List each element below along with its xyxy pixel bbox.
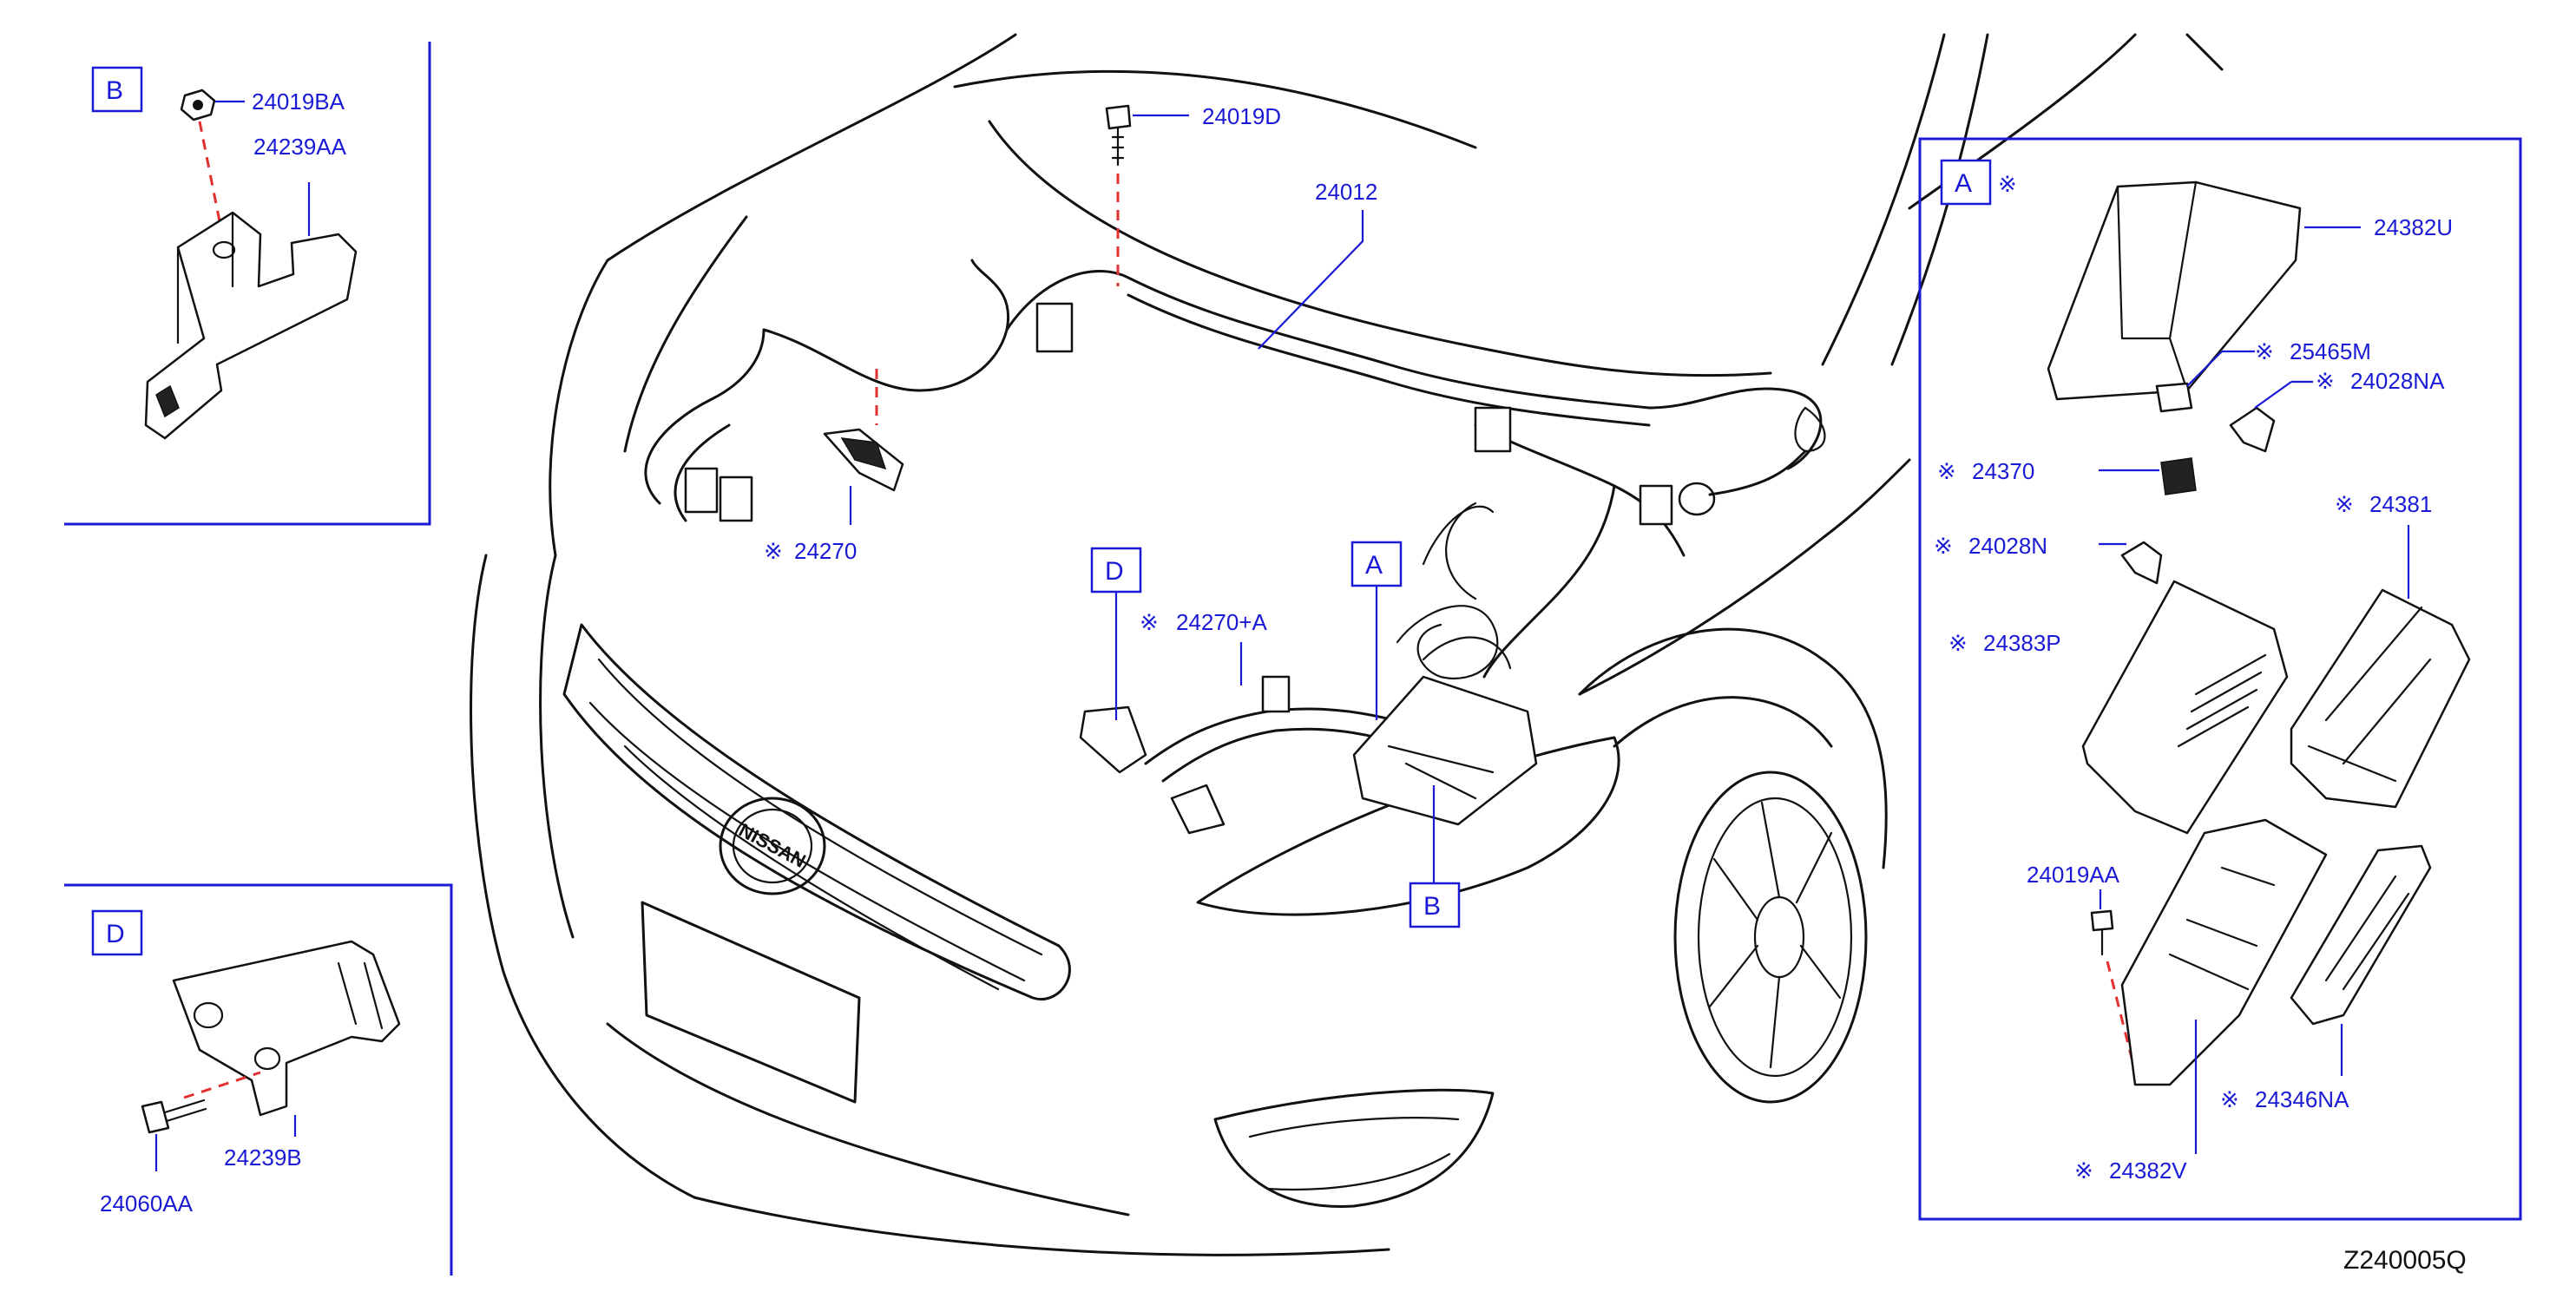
bracket-24239B: [172, 940, 401, 1117]
callout-box-a: [1940, 159, 1992, 206]
callout-box-b: [91, 66, 143, 113]
clip-24028NA: [2229, 406, 2276, 453]
label-24370: 24370: [1972, 458, 2034, 484]
callout-b-letter: B: [106, 76, 123, 105]
label-24060AA: 24060AA: [100, 1190, 194, 1217]
bracket-d: [1079, 705, 1147, 774]
inset-a: A ※ 24382U ※ 25465M ※ 24028NA ※ 24370 ※ …: [1918, 137, 2522, 1221]
mark-24382V: ※: [2074, 1158, 2093, 1184]
inset-a-frame: [1918, 137, 2522, 1221]
callout-b-car-letter: B: [1423, 892, 1441, 921]
clip-24028N: [2120, 541, 2163, 585]
label-24012: 24012: [1315, 179, 1377, 205]
cover-24382U: [2047, 180, 2302, 401]
mark-24381: ※: [2335, 491, 2354, 517]
housing-24381: [2290, 588, 2471, 809]
mark-25465M: ※: [2255, 338, 2274, 364]
harness-connector: [1035, 302, 1074, 353]
label-24346NA: 24346NA: [2255, 1086, 2349, 1112]
bracket-24239AA: [144, 211, 358, 440]
callout-d-letter: D: [106, 920, 125, 948]
relay-24370: [2160, 457, 2197, 495]
fog-light: [1213, 1088, 1495, 1208]
label-24270A: 24270+A: [1176, 609, 1267, 635]
license-plate: [641, 901, 861, 1104]
nissan-badge: [719, 797, 826, 895]
inset-b-frame: [64, 42, 431, 526]
callout-a-car-letter: A: [1365, 551, 1383, 580]
main-callouts: 24019D 24012 ※ 24270 D ※ 24270+A A B: [764, 103, 1461, 928]
part-25465M: [2155, 382, 2193, 413]
headlight: [1196, 736, 1620, 916]
mark-24028N: ※: [1934, 533, 1953, 559]
callout-box-b-car: [1409, 882, 1461, 928]
engine-room-harness: [644, 259, 1826, 835]
label-24382U: 24382U: [2374, 214, 2453, 240]
fuse-box-on-car: [1352, 675, 1538, 826]
bolt-24019D: [1105, 104, 1132, 130]
label-24019BA: 24019BA: [252, 89, 345, 115]
diagram-code: Z240005Q: [2343, 1246, 2467, 1275]
callout-box-a-car: [1350, 541, 1403, 587]
mark-a: ※: [1998, 171, 2017, 197]
bolt-24019AA: [2090, 909, 2114, 932]
inset-b: B 24019BA 24239AA: [64, 42, 431, 526]
mark-24383P: ※: [1948, 630, 1968, 656]
label-24019D: 24019D: [1202, 103, 1281, 129]
callout-box-d: [91, 909, 143, 956]
label-24239B: 24239B: [224, 1144, 302, 1171]
label-24381: 24381: [2369, 491, 2432, 517]
callout-d-car-letter: D: [1105, 557, 1124, 586]
fuse-block-24383P: [2081, 580, 2289, 835]
label-25465M: 25465M: [2290, 338, 2371, 364]
label-24270: 24270: [794, 538, 857, 564]
svg-text:NISSAN: NISSAN: [735, 819, 809, 872]
callout-a-letter: A: [1955, 169, 1972, 198]
label-24028N: 24028N: [1968, 533, 2047, 559]
inset-d: D 24060AA 24239B: [64, 883, 453, 1276]
mark-24370: ※: [1937, 458, 1956, 484]
mark-24346NA: ※: [2220, 1086, 2239, 1112]
callout-box-d-car: [1090, 547, 1142, 594]
label-24383P: 24383P: [1983, 630, 2061, 656]
front-wheel: [1673, 771, 1868, 1104]
mark-24270: ※: [764, 538, 783, 564]
label-24019AA: 24019AA: [2027, 862, 2120, 888]
label-24382V: 24382V: [2109, 1158, 2187, 1184]
inset-d-frame: [64, 883, 453, 1276]
mark-24270A: ※: [1140, 609, 1159, 635]
lower-case-24382V: [2120, 818, 2328, 1086]
bolt-24060AA: [141, 1100, 170, 1134]
car-body-outline: NISSAN: [470, 33, 2224, 1256]
mark-24028NA: ※: [2316, 368, 2335, 394]
label-24239AA: 24239AA: [253, 134, 347, 160]
label-24028NA: 24028NA: [2350, 368, 2445, 394]
